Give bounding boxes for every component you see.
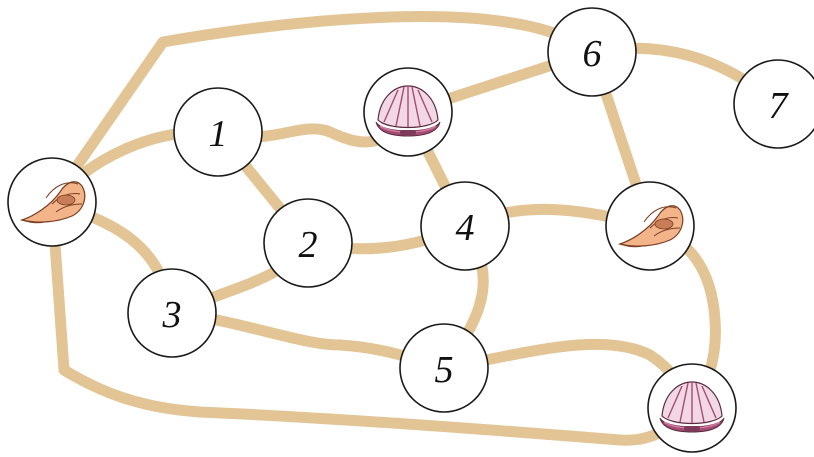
- node-circle: [173, 87, 263, 177]
- node-5: 5: [399, 323, 489, 413]
- node-number-label: 7: [769, 85, 790, 127]
- node-number-label: 3: [162, 294, 182, 336]
- nodes-layer: 1 2 3 4 5 6 7: [7, 7, 814, 453]
- node-4: 4: [420, 181, 510, 271]
- node-circle: [127, 268, 217, 358]
- node-conch-left: [7, 157, 97, 247]
- path-conch-left-to-6: [46, 11, 598, 208]
- node-1: 1: [173, 87, 263, 177]
- node-number-label: 1: [209, 113, 228, 155]
- node-number-label: 2: [299, 224, 318, 266]
- node-circle: [420, 181, 510, 271]
- node-circle: [263, 198, 353, 288]
- node-7: 7: [733, 59, 814, 149]
- node-conch-right: [605, 181, 695, 271]
- path-conch-left-to-scallop-bottom: [46, 196, 698, 446]
- node-number-label: 5: [435, 349, 454, 391]
- node-number-label: 6: [583, 33, 602, 75]
- node-6: 6: [547, 7, 637, 97]
- node-number-label: 4: [456, 207, 475, 249]
- node-2: 2: [263, 198, 353, 288]
- node-circle: [399, 323, 489, 413]
- node-scallop-top: [363, 67, 453, 157]
- node-circle: [547, 7, 637, 97]
- node-scallop-bottom: [647, 363, 737, 453]
- node-circle: [733, 59, 814, 149]
- node-3: 3: [127, 268, 217, 358]
